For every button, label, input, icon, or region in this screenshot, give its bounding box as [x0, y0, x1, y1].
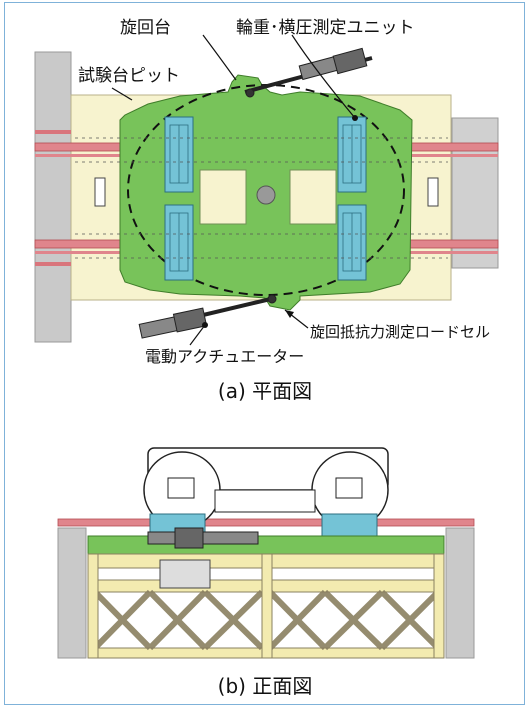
center-bracket: [159, 559, 211, 589]
label-turntable: 旋回台: [120, 18, 171, 38]
caption-front: (b) 正面図: [218, 674, 313, 698]
leader-lines: [111, 34, 356, 346]
scale-right: [427, 177, 439, 207]
front-turntable: [87, 535, 445, 555]
left-wall: [34, 51, 72, 343]
truss-posts: [87, 553, 445, 659]
center-pivot: [256, 185, 276, 205]
label-actuator: 電動アクチュエーター: [145, 347, 304, 366]
front-wall-right: [445, 527, 475, 659]
arrow-head: [285, 310, 294, 318]
bolt-rows: [75, 137, 448, 259]
axle-box-left: [167, 477, 195, 499]
leader-dot-2: [202, 322, 208, 328]
front-unit-right: [321, 513, 378, 537]
plan-view: 旋回台 輪重･横圧測定ユニット 試験台ピット 旋回抵抗力測定ロードセル 電動アク…: [34, 18, 499, 403]
label-wheel-load-unit: 輪重･横圧測定ユニット: [236, 18, 415, 38]
scale-left: [94, 177, 106, 207]
truss-braces: [92, 589, 441, 651]
front-actuator-motor: [174, 527, 204, 549]
front-wall-left: [57, 527, 87, 659]
label-test-pit: 試験台ピット: [78, 66, 180, 86]
rail-stub-left-bot: [35, 262, 71, 266]
leader-dot-1: [352, 115, 358, 121]
actuator-top: [244, 47, 373, 98]
front-rail: [57, 518, 475, 527]
opening-right: [289, 169, 337, 225]
front-view: (b) 正面図: [57, 447, 475, 698]
opening-left: [199, 169, 247, 225]
unit-details: [169, 124, 362, 272]
rail-stub-left-top: [35, 130, 71, 134]
caption-plan: (a) 平面図: [218, 379, 312, 403]
label-load-cell: 旋回抵抗力測定ロードセル: [310, 323, 490, 341]
actuator-bottom: [138, 294, 277, 339]
axle-box-right: [335, 477, 363, 499]
bogie-frame: [214, 489, 316, 513]
